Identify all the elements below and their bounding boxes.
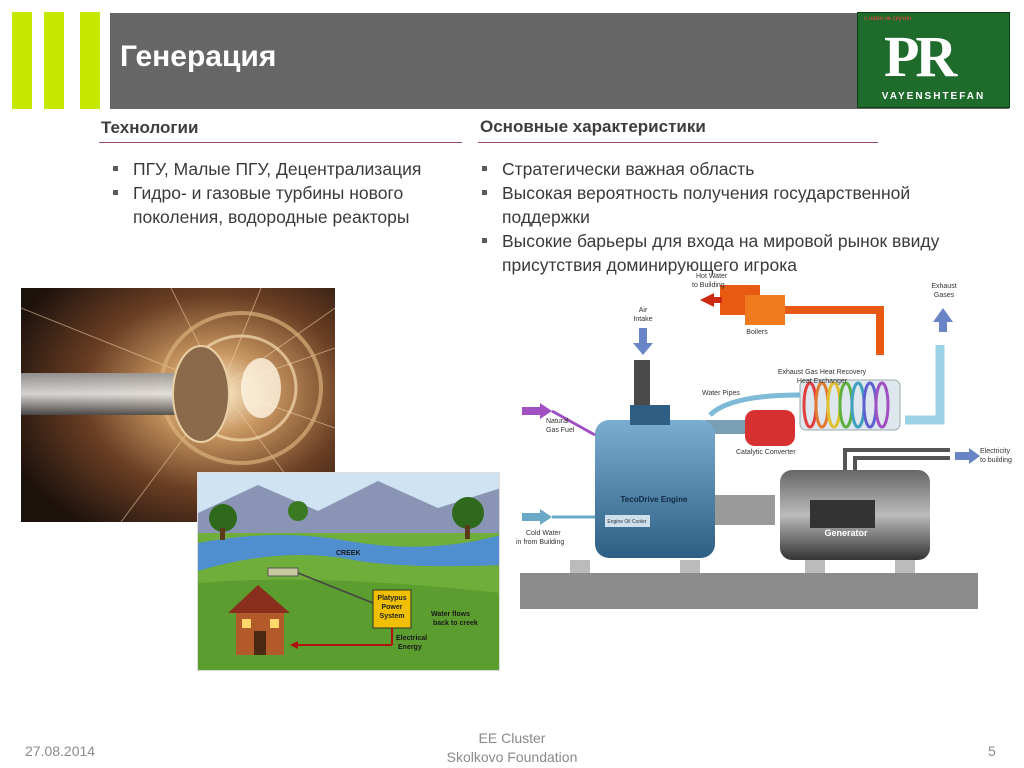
bullet-icon [482, 238, 487, 243]
cogen-boilers-label: Boilers [746, 329, 768, 336]
hydro-creek-label: CREEK [336, 550, 361, 557]
cogen-gas-label-1: Natural [546, 418, 569, 425]
footer-org-line2: Skolkovo Foundation [446, 749, 578, 765]
bullet-icon [113, 166, 118, 171]
cogen-exhaust-label-2: Gases [934, 292, 955, 299]
cogen-heat-recovery-label-2: Heat Exchanger [797, 378, 848, 385]
hydro-illustration: Platypus Power System CREEK Water flows … [197, 472, 500, 671]
bullet-icon [482, 166, 487, 171]
hydro-electrical-label-1: Electrical [396, 635, 427, 642]
cogen-oil-cooler-label: Engine Oil Cooler [607, 519, 647, 525]
logo-tagline: с нами не скучно [864, 16, 912, 22]
company-logo: с нами не скучно PR VAYENSHTEFAN [857, 12, 1010, 108]
footer-org-line1: EE Cluster [478, 730, 546, 746]
cogen-catalytic-label: Catalytic Converter [736, 449, 796, 456]
cogen-electricity-label-2: to building [980, 457, 1012, 464]
footer-organization: EE Cluster Skolkovo Foundation [412, 729, 612, 767]
logo-name: VAYENSHTEFAN [881, 91, 986, 102]
list-item: Высокие барьеры для входа на мировой рын… [480, 229, 990, 277]
list-item: Высокая вероятность получения государств… [480, 181, 990, 229]
characteristics-list: Стратегически важная область Высокая вер… [480, 157, 990, 277]
footer-date: 27.08.2014 [25, 743, 96, 759]
hydro-system-label-2: Power [381, 604, 402, 611]
hydro-waterflow-label-1: Water flows [431, 611, 470, 618]
characteristics-rule [478, 142, 878, 143]
cogen-cold-water-label-2: in from Building [516, 539, 564, 546]
cogen-hot-water-label-1: Hot Water [696, 273, 728, 280]
header-accent-bar [12, 12, 32, 109]
list-item: Стратегически важная область [480, 157, 990, 181]
cogen-exhaust-label-1: Exhaust [931, 283, 956, 290]
cogen-water-pipes-label: Water Pipes [702, 390, 740, 397]
technologies-heading: Технологии [101, 118, 199, 137]
logo-letters: PR [884, 24, 957, 89]
list-item: ПГУ, Малые ПГУ, Децентрализация [111, 157, 431, 181]
technologies-list: ПГУ, Малые ПГУ, Децентрализация Гидро- и… [111, 157, 431, 229]
hydro-electrical-label-2: Energy [398, 644, 422, 651]
header-accent-bar [44, 12, 64, 109]
bullet-icon [113, 190, 118, 195]
header-accent-bar [80, 12, 100, 109]
cogen-generator-label: Generator [824, 528, 868, 538]
hydro-waterflow-label-2: back to creek [433, 620, 478, 627]
cogen-gas-label-2: Gas Fuel [546, 427, 575, 434]
list-item: Гидро- и газовые турбины нового поколени… [111, 181, 431, 229]
cogen-engine-label: TecoDrive Engine [621, 495, 689, 504]
bullet-icon [482, 190, 487, 195]
cogen-air-label-1: Air [639, 307, 648, 314]
cogeneration-diagram: Hot Water to Building Air Intake Boilers… [510, 270, 1020, 615]
cogen-cold-water-label-1: Cold Water [526, 530, 561, 537]
cogen-air-label-2: Intake [633, 316, 652, 323]
characteristics-heading: Основные характеристики [480, 117, 706, 136]
page-number: 5 [988, 743, 996, 759]
slide-title: Генерация [120, 40, 277, 73]
technologies-rule [99, 142, 462, 143]
hydro-system-label-1: Platypus [377, 595, 406, 602]
cogen-heat-recovery-label-1: Exhaust Gas Heat Recovery [778, 369, 867, 376]
hydro-system-label-3: System [380, 613, 405, 620]
cogen-electricity-label-1: Electricity [980, 448, 1010, 455]
cogen-hot-water-label-2: to Building [692, 282, 725, 289]
